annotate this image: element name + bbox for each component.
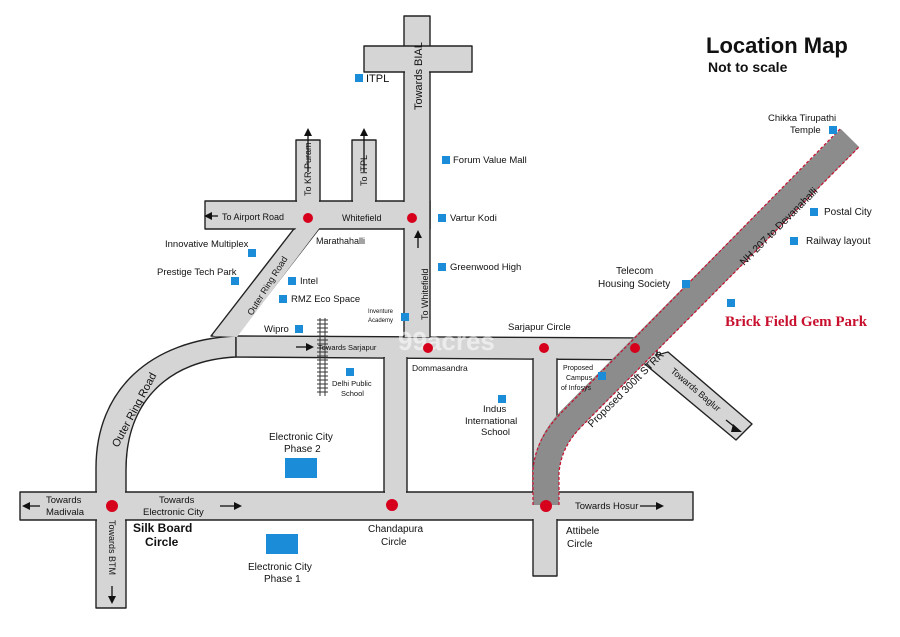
project-name: Brick Field Gem Park [725, 314, 868, 330]
label-to-kr-puram: To KR Puram [303, 142, 313, 196]
label-ec2-2: Phase 2 [284, 444, 321, 455]
label-chandapura-2: Circle [381, 537, 407, 548]
itpl-marker [355, 74, 363, 82]
poi-markers [231, 74, 837, 554]
label-infosys-2: Campus [566, 375, 593, 382]
junction-sarjapur [539, 343, 549, 353]
junction-attibele [540, 500, 552, 512]
indus-school-marker [498, 395, 506, 403]
watermark: 99acres [398, 326, 495, 356]
label-attibele-1: Attibele [566, 526, 600, 537]
label-towards-bial: Towards BIAL [413, 42, 425, 110]
label-indus-3: School [481, 427, 510, 438]
forum-value-mall-marker [442, 156, 450, 164]
chikka-tirupathi-marker [829, 126, 837, 134]
innovative-multiplex-marker [248, 249, 256, 257]
label-dommasandra: Dommasandra [412, 363, 468, 373]
infosys-campus-marker [598, 372, 606, 380]
label-intel: Intel [300, 276, 318, 287]
junction-silk-board [106, 500, 118, 512]
telecom-housing-marker [682, 280, 690, 288]
label-towards-hosur: Towards Hosur [575, 501, 638, 512]
label-innovative-multiplex: Innovative Multiplex [165, 239, 249, 250]
label-greenwood-high: Greenwood High [450, 262, 521, 273]
railway-layout-marker [790, 237, 798, 245]
label-ec1-2: Phase 1 [264, 574, 301, 585]
label-railway-layout: Railway layout [806, 236, 871, 247]
label-chandapura-1: Chandapura [368, 524, 423, 535]
rmz-eco-space-marker [279, 295, 287, 303]
inventure-academy-marker [401, 313, 409, 321]
label-telecom-2: Housing Society [598, 279, 670, 290]
label-prestige-tech-park: Prestige Tech Park [157, 267, 237, 278]
junction-marathahalli [303, 213, 313, 223]
label-towards-madivala-2: Madivala [46, 507, 85, 518]
junction-chandapura [386, 499, 398, 511]
vartur-kodi-marker [438, 214, 446, 222]
label-rmz-eco-space: RMZ Eco Space [291, 294, 360, 305]
direction-arrows [22, 128, 742, 604]
junction-strr [630, 343, 640, 353]
label-attibele-2: Circle [567, 539, 593, 550]
label-silk-board-2: Circle [145, 535, 179, 549]
label-sarjapur-circle: Sarjapur Circle [508, 322, 571, 333]
label-dps-2: School [341, 389, 364, 398]
project-marker [727, 299, 735, 307]
label-itpl: ITPL [366, 73, 389, 85]
railway-track [317, 318, 328, 396]
delhi-public-school-marker [346, 368, 354, 376]
junction-dommasandra [423, 343, 433, 353]
map-title: Location Map [706, 33, 848, 58]
label-to-airport-road: To Airport Road [222, 212, 284, 222]
label-infosys-1: Proposed [563, 365, 593, 372]
junction-whitefield [407, 213, 417, 223]
junctions [106, 213, 640, 512]
label-towards-electronic-city-2: Electronic City [143, 507, 204, 518]
wipro-marker [295, 325, 303, 333]
label-marathahalli: Marathahalli [316, 236, 365, 246]
label-indus-1: Indus [483, 404, 506, 415]
label-ec1-1: Electronic City [248, 562, 312, 573]
electronic-city-phase1-marker [266, 534, 298, 554]
label-inventure-1: Inventure [368, 309, 394, 315]
label-silk-board-1: Silk Board [133, 521, 192, 535]
label-infosys-3: of Infosys [561, 385, 591, 392]
label-to-itpl: To ITPL [359, 155, 369, 186]
intel-marker [288, 277, 296, 285]
label-ec2-1: Electronic City [269, 432, 333, 443]
label-whitefield: Whitefield [342, 213, 382, 223]
prestige-tech-park-marker [231, 277, 239, 285]
greenwood-high-marker [438, 263, 446, 271]
label-wipro: Wipro [264, 324, 289, 335]
label-towards-sarjapur: Towards Sarjapur [318, 343, 377, 352]
baglur-road [639, 351, 753, 441]
label-postal-city: Postal City [824, 207, 872, 218]
label-forum-value-mall: Forum Value Mall [453, 155, 527, 166]
label-towards-electronic-city-1: Towards [159, 495, 195, 506]
nh207-highway [532, 127, 861, 505]
postal-city-marker [810, 208, 818, 216]
label-inventure-2: Academy [368, 318, 393, 324]
label-chikka-1: Chikka Tirupathi [768, 113, 836, 124]
map-subtitle: Not to scale [708, 59, 788, 75]
label-vartur-kodi: Vartur Kodi [450, 213, 497, 224]
electronic-city-phase2-marker [285, 458, 317, 478]
label-to-whitefield: To Whitefield [420, 268, 430, 320]
label-dps-1: Delhi Public [332, 379, 372, 388]
label-towards-madivala-1: Towards [46, 495, 82, 506]
label-chikka-2: Temple [790, 125, 821, 136]
label-indus-2: International [465, 416, 517, 427]
label-telecom-1: Telecom [616, 266, 653, 277]
label-towards-btm: Towards BTM [107, 520, 117, 575]
